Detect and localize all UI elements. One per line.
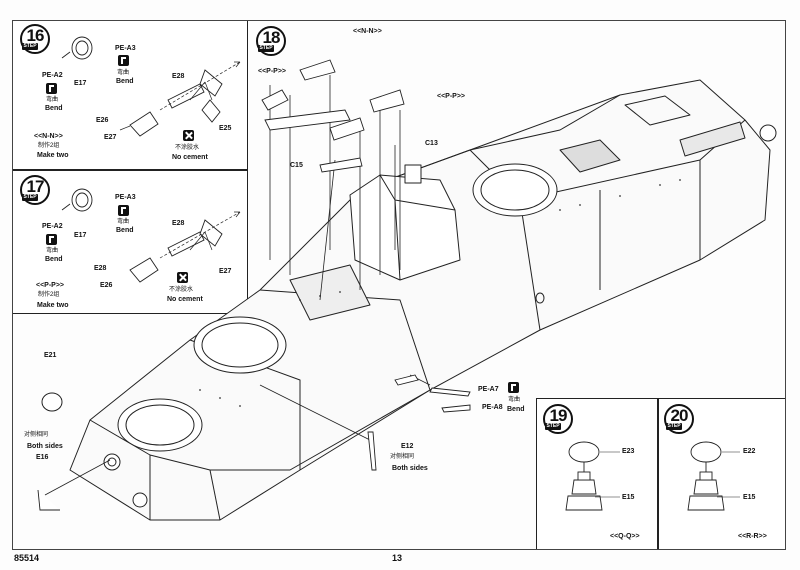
bend-label-en: Bend [116, 78, 134, 85]
part-label-e28: E28 [94, 265, 107, 272]
make-label-cn: 制作2组 [38, 143, 60, 149]
bend-label-en: Bend [45, 256, 63, 263]
product-code: 85514 [14, 553, 40, 563]
step-17-badge: 17 STEP [20, 175, 50, 205]
part-label-pe-a2: PE-A2 [42, 223, 63, 230]
make-label-en: Make two [37, 302, 69, 309]
step-number: 17 [26, 177, 45, 196]
view-label: <<N-N>> [34, 133, 63, 140]
part-label-pe-a7: PE-A7 [478, 386, 499, 393]
bend-label-en: Bend [116, 227, 134, 234]
no-cement-icon [183, 130, 194, 141]
page-number: 13 [392, 553, 403, 563]
step-number: 19 [549, 406, 568, 425]
view-label: <<R-R>> [738, 533, 767, 540]
part-label-e17: E17 [74, 80, 87, 87]
step-tag: STEP [22, 43, 38, 50]
bend-icon [508, 382, 519, 393]
main-frame [12, 20, 786, 550]
bend-icon [118, 55, 129, 66]
part-label-c13: C13 [425, 140, 438, 147]
no-cement-label-en: No cement [172, 154, 208, 161]
step-20-badge: 20 STEP [664, 404, 694, 434]
part-label-e22: E22 [743, 448, 756, 455]
step-tag: STEP [22, 194, 38, 201]
bend-label-cn: 弯曲 [508, 397, 521, 403]
part-label-e17: E17 [74, 232, 87, 239]
bend-label-cn: 弯曲 [46, 248, 59, 254]
step-tag: STEP [258, 45, 274, 52]
step-tag: STEP [545, 423, 561, 430]
bend-label-en: Bend [507, 406, 525, 413]
bend-icon [46, 83, 57, 94]
part-label-e21: E21 [44, 352, 57, 359]
part-label-e27: E27 [219, 268, 232, 275]
part-label-pe-a8: PE-A8 [482, 404, 503, 411]
bend-label-cn: 弯曲 [117, 219, 130, 225]
bend-label-en: Bend [45, 105, 63, 112]
bend-icon [118, 205, 129, 216]
part-label-e28: E28 [172, 73, 185, 80]
part-label-pe-a2: PE-A2 [42, 72, 63, 79]
part-label-c15: C15 [290, 162, 303, 169]
part-label-e12: E12 [401, 443, 414, 450]
make-label-en: Make two [37, 152, 69, 159]
no-cement-label-cn: 不涂胶水 [175, 145, 200, 151]
part-label-pe-a3: PE-A3 [115, 45, 136, 52]
step-number: 20 [670, 406, 689, 425]
view-label-p-p: <<P-P>> [258, 68, 287, 75]
step-tag: STEP [666, 423, 682, 430]
both-sides-label-en: Both sides [27, 443, 63, 450]
part-label-e26: E26 [96, 117, 109, 124]
no-cement-label-cn: 不涂胶水 [169, 287, 194, 293]
step-19-badge: 19 STEP [543, 404, 573, 434]
bend-icon [46, 234, 57, 245]
part-label-e16: E16 [36, 454, 49, 461]
both-sides-label-cn: 对侧相同 [390, 454, 415, 460]
bend-label-cn: 弯曲 [46, 97, 59, 103]
part-label-e26: E26 [100, 282, 113, 289]
part-label-e15: E15 [622, 494, 635, 501]
step-number: 16 [26, 26, 45, 45]
step-18-badge: 18 STEP [256, 26, 286, 56]
part-label-pe-a3: PE-A3 [115, 194, 136, 201]
step-16-panel [12, 20, 248, 170]
bend-label-cn: 弯曲 [117, 70, 130, 76]
both-sides-label-en: Both sides [392, 465, 428, 472]
view-label-p-p: <<P-P>> [437, 93, 466, 100]
no-cement-icon [177, 272, 188, 283]
part-label-e25: E25 [219, 125, 232, 132]
view-label: <<P-P>> [36, 282, 65, 289]
part-label-e27: E27 [104, 134, 117, 141]
both-sides-label-cn: 对侧相同 [24, 432, 49, 438]
no-cement-label-en: No cement [167, 296, 203, 303]
part-label-e15: E15 [743, 494, 756, 501]
part-label-e23: E23 [622, 448, 635, 455]
view-label: <<Q-Q>> [610, 533, 640, 540]
make-label-cn: 制作2组 [38, 292, 60, 298]
view-label-n-n: <<N-N>> [353, 28, 382, 35]
step-16-badge: 16 STEP [20, 24, 50, 54]
part-label-e28: E28 [172, 220, 185, 227]
step-number: 18 [262, 28, 281, 47]
